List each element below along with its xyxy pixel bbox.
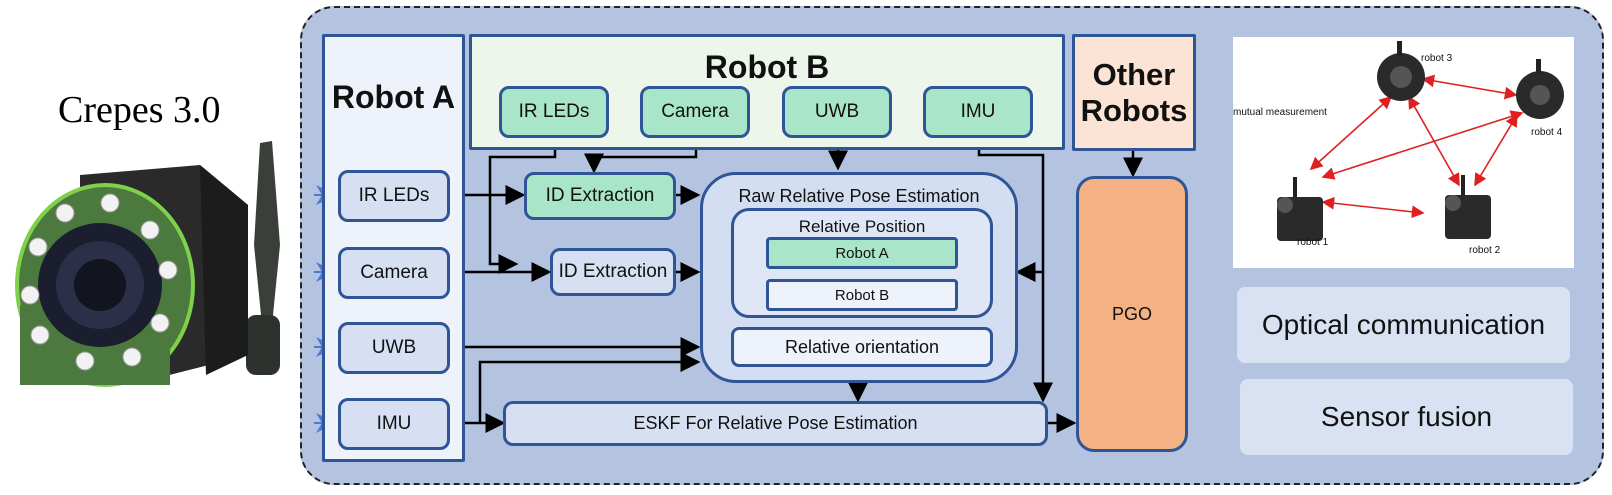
crepes-device-image (15, 141, 280, 387)
robot-4-icon (1516, 59, 1564, 119)
id-extraction-2: ID Extraction (550, 248, 676, 296)
id-extraction-1: ID Extraction (524, 172, 676, 220)
robot-a-uwb: UWB (338, 322, 450, 374)
robot-2-label: robot 2 (1469, 245, 1501, 256)
feature-optical-communication: Optical communication (1237, 287, 1570, 363)
robot-b-camera: Camera (640, 86, 750, 138)
robot-2-icon (1445, 175, 1491, 239)
robot-1-label: robot 1 (1297, 237, 1329, 248)
robot-b-uwb: UWB (782, 86, 892, 138)
other-robots: Other Robots (1072, 34, 1196, 151)
device-title: Crepes 3.0 (58, 89, 221, 131)
robot-a-ir-leds: IR LEDs (338, 170, 450, 222)
relative-position-robot-a: Robot A (766, 237, 958, 269)
relative-orientation: Relative orientation (731, 327, 993, 367)
pgo: PGO (1076, 176, 1188, 452)
robot-b-ir-leds: IR LEDs (499, 86, 609, 138)
robot-3-icon (1377, 41, 1425, 101)
robot-1-icon (1277, 177, 1323, 241)
robot-3-label: robot 3 (1421, 53, 1453, 64)
mutual-measurement-label: mutual measurement (1233, 107, 1327, 118)
feature-sensor-fusion: Sensor fusion (1240, 379, 1573, 455)
robot-a-camera: Camera (338, 247, 450, 299)
mutual-measurement-graph (1277, 41, 1564, 241)
multi-robot-network-image: mutual measurement robot 3 robot 4 robot… (1233, 37, 1574, 268)
relative-position-robot-b: Robot B (766, 279, 958, 311)
robot-b-imu: IMU (923, 86, 1033, 138)
robot-a-imu: IMU (338, 398, 450, 450)
robot-4-label: robot 4 (1531, 127, 1563, 138)
eskf-relative-pose-estimation: ESKF For Relative Pose Estimation (503, 401, 1048, 446)
